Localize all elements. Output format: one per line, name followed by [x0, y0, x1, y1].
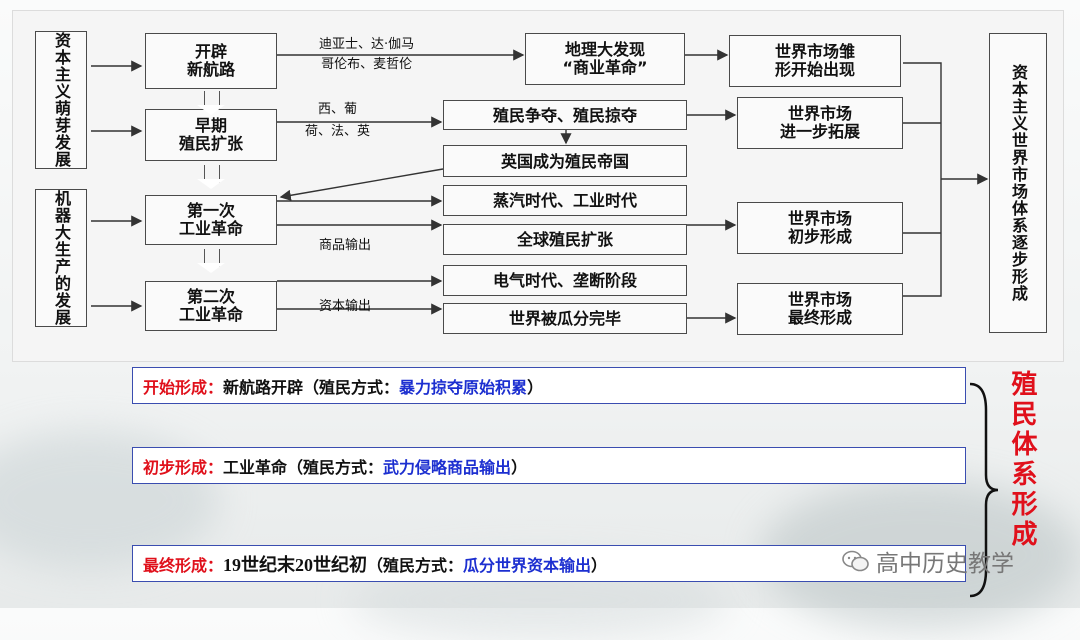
middle-line: 英国成为殖民帝国 — [500, 151, 629, 171]
summary-row-final: 最终形成： 19世纪末20世纪初 （殖民方式： 瓜分世界资本输出 ） — [132, 545, 966, 582]
left-box-capitalism-sprouts: 资本主义萌芽发展 — [35, 31, 87, 169]
final-box-world-market-system: 资本主义世界市场体系逐步形成 — [989, 33, 1047, 333]
middle-line: 地理大发现 — [564, 40, 645, 59]
side-title: 殖民体系形成 — [1004, 370, 1040, 550]
summary-paren-close: ） — [511, 457, 528, 477]
left-box-machine-production: 机器大生产的发展 — [35, 189, 87, 327]
market-line: 世界市场 — [787, 290, 852, 309]
double-arrow-icon — [197, 165, 225, 189]
summary-paren-open: （殖民方式： — [287, 457, 384, 477]
summary-method: 武力侵略商品输出 — [383, 457, 512, 477]
middle-line: 世界被瓜分完毕 — [508, 309, 621, 328]
stage-line: 工业革命 — [178, 305, 243, 324]
summary-paren-close: ） — [527, 377, 544, 397]
stage-box-early-colonial: 早期 殖民扩张 — [145, 109, 277, 161]
watermark: 高中历史教学 — [842, 544, 1014, 578]
middle-line: 殖民争夺、殖民掠夺 — [492, 105, 637, 125]
middle-box-electric-age: 电气时代、垄断阶段 — [443, 265, 687, 296]
summary-stage: 最终形成： — [143, 555, 224, 575]
middle-box-global-expansion: 全球殖民扩张 — [443, 224, 687, 255]
edge-label-capital-export: 资本输出 — [319, 295, 371, 314]
market-line: 进一步拓展 — [779, 122, 860, 141]
diagram-panel: 资本主义萌芽发展 机器大生产的发展 开辟 新航路 早期 殖民扩张 第一次 工业革… — [12, 10, 1064, 362]
market-box-expanding: 世界市场 进一步拓展 — [737, 97, 903, 149]
connector-lines — [91, 49, 989, 324]
edge-label-powers: 西、葡 荷、法、英 — [305, 99, 370, 143]
summary-event: 工业革命 — [223, 457, 288, 477]
edge-label-line: 荷、法、英 — [305, 124, 371, 139]
stage-line: 工业革命 — [178, 219, 243, 238]
edge-label-line: 哥伦布、麦哲伦 — [321, 57, 413, 72]
middle-box-geographic-discovery: 地理大发现 “商业革命” — [525, 33, 685, 85]
edge-label-line: 迪亚士、达·伽马 — [319, 37, 415, 52]
summary-stage: 开始形成： — [143, 377, 224, 397]
summary-stage: 初步形成： — [143, 457, 224, 477]
stage-box-first-industrial: 第一次 工业革命 — [145, 195, 277, 245]
market-line: 初步形成 — [787, 227, 852, 246]
middle-line: “商业革命” — [562, 58, 648, 77]
market-line: 世界市场雏 — [774, 42, 855, 61]
stage-line: 早期 — [194, 116, 227, 135]
edge-label-line: 商品输出 — [319, 238, 372, 253]
market-line: 形开始出现 — [774, 60, 855, 79]
stage-line: 第二次 — [186, 287, 235, 306]
double-arrow-icon — [197, 91, 225, 115]
market-box-emerging: 世界市场雏 形开始出现 — [729, 35, 901, 87]
middle-line: 电气时代、垄断阶段 — [492, 271, 637, 290]
left-box-label: 机器大生产的发展 — [52, 190, 71, 326]
middle-box-world-divided: 世界被瓜分完毕 — [443, 303, 687, 334]
watermark-text: 高中历史教学 — [876, 551, 1014, 577]
side-title-text: 殖民体系形成 — [1007, 370, 1037, 550]
summary-paren-close: ） — [591, 555, 608, 575]
edge-label-explorers: 迪亚士、达·伽马 哥伦布、麦哲伦 — [319, 35, 414, 75]
edge-label-line: 资本输出 — [319, 299, 372, 314]
edge-label-line: 西、葡 — [318, 102, 358, 117]
stage-box-second-industrial: 第二次 工业革命 — [145, 281, 277, 331]
market-line: 世界市场 — [787, 209, 852, 228]
final-box-label: 资本主义世界市场体系逐步形成 — [1009, 64, 1028, 302]
right-brace — [969, 382, 999, 598]
middle-box-british-empire: 英国成为殖民帝国 — [443, 145, 687, 177]
stage-line: 开辟 — [194, 42, 227, 61]
summary-row-initial: 初步形成： 工业革命 （殖民方式： 武力侵略商品输出 ） — [132, 447, 966, 484]
stage-line: 第一次 — [186, 201, 235, 220]
stage-line: 新航路 — [186, 60, 235, 79]
middle-box-steam-age: 蒸汽时代、工业时代 — [443, 185, 687, 216]
summary-paren-open: （殖民方式： — [303, 377, 400, 397]
middle-line: 全球殖民扩张 — [516, 230, 613, 249]
left-box-label: 资本主义萌芽发展 — [52, 32, 71, 168]
double-arrow-icon — [197, 249, 225, 273]
edge-label-commodity-export: 商品输出 — [319, 234, 371, 253]
market-line: 世界市场 — [787, 104, 852, 123]
summary-method: 暴力掠夺原始积累 — [399, 377, 528, 397]
summary-row-start: 开始形成： 新航路开辟 （殖民方式： 暴力掠夺原始积累 ） — [132, 367, 966, 404]
middle-line: 蒸汽时代、工业时代 — [492, 191, 637, 210]
summary-event: 19世纪末20世纪初 — [223, 554, 368, 575]
stage-line: 殖民扩张 — [178, 134, 243, 153]
market-box-final: 世界市场 最终形成 — [737, 283, 903, 335]
summary-method: 瓜分世界资本输出 — [463, 555, 592, 575]
wechat-icon — [842, 550, 869, 572]
middle-box-colonial-contest: 殖民争夺、殖民掠夺 — [443, 100, 687, 130]
market-line: 最终形成 — [787, 308, 852, 327]
summary-event: 新航路开辟 — [223, 377, 304, 397]
stage-box-new-route: 开辟 新航路 — [145, 33, 277, 89]
summary-paren-open: （殖民方式： — [367, 555, 464, 575]
market-box-initial: 世界市场 初步形成 — [737, 202, 903, 254]
